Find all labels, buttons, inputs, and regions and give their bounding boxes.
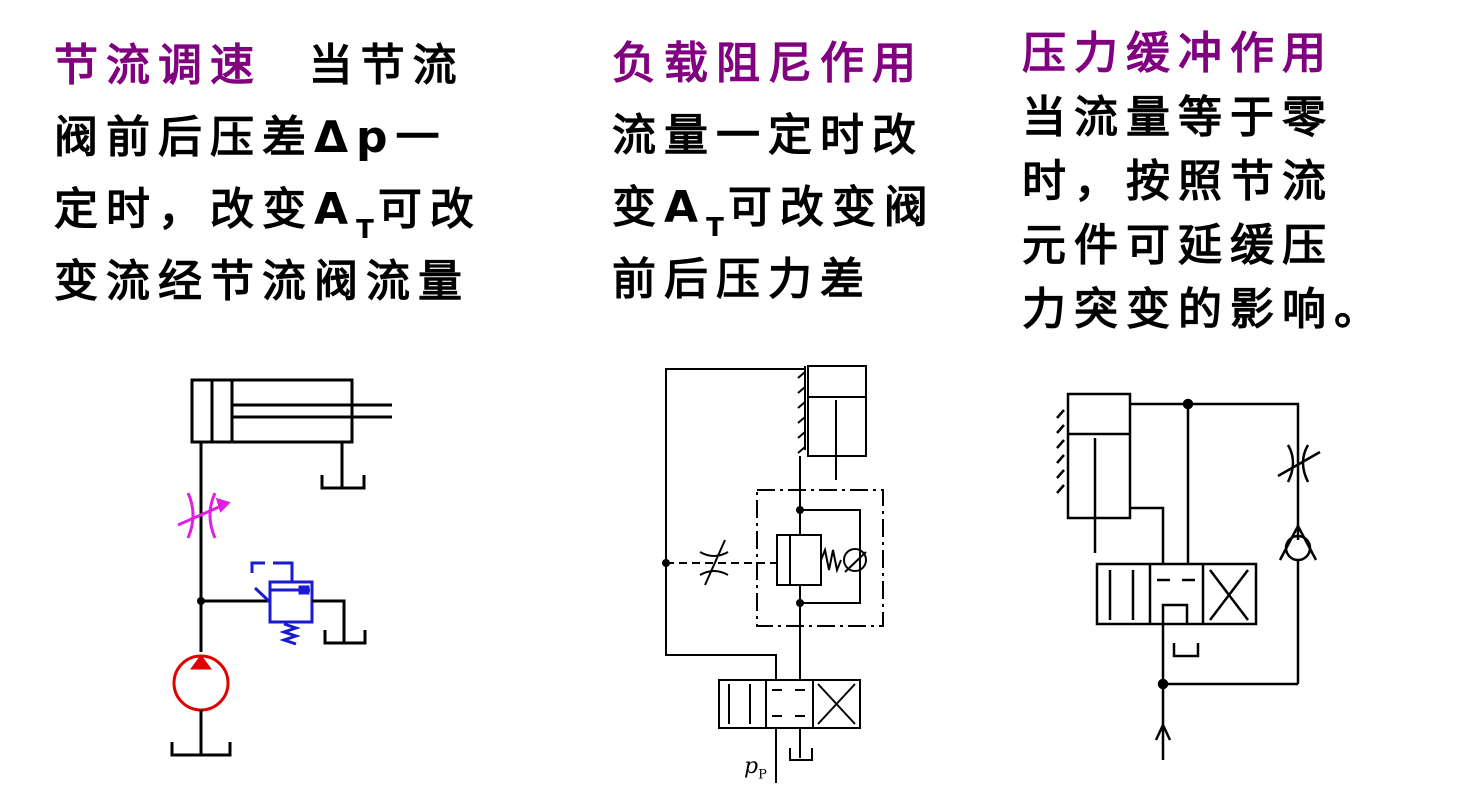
panel-pressure-buffer-text: 压力缓冲作用 当流量等于零 时，按照节流 元件可延缓压 力突变的影响。 xyxy=(1022,22,1386,342)
adjustable-throttle-valve-icon xyxy=(699,539,729,586)
pressure-label-pp: pP xyxy=(744,754,767,782)
tank-icon xyxy=(170,742,232,757)
panel-load-damping-text: 负载阻尼作用 流量一定时改 变AT可改变阀 前后压力差 xyxy=(612,28,936,316)
text-line: 变流经节流阀流量 xyxy=(54,256,470,307)
text-line: 元件可延缓压 xyxy=(1022,220,1334,271)
directional-valve-icon xyxy=(718,679,861,729)
tank-icon xyxy=(320,442,366,490)
label-p: p xyxy=(744,754,759,779)
panel-title: 负载阻尼作用 xyxy=(612,38,924,89)
text-line: 当节流 xyxy=(308,40,465,91)
text-line: 前后压力差 xyxy=(612,254,872,305)
symbol-a: A xyxy=(664,182,707,233)
hydraulic-cylinder-icon xyxy=(190,378,392,444)
panel-throttle-speed-text: 节流调速 当节流 阀前后压差Δp一 定时，改变AT可改 变流经节流阀流量 xyxy=(54,30,482,318)
pressure-buffer-circuit xyxy=(1056,392,1321,760)
text-line: 流量一定时改 xyxy=(612,110,924,161)
hydraulic-cylinder-icon xyxy=(1056,392,1132,553)
throttle-speed-control-circuit xyxy=(170,378,392,757)
symbol-t-subscript: T xyxy=(706,213,724,243)
text-line: 阀前后压差Δp一 xyxy=(54,112,448,163)
text-line: 可改变阀 xyxy=(727,182,936,233)
text-line: 可改 xyxy=(377,184,482,235)
check-valve-icon xyxy=(843,548,867,573)
text-line: 定时，改变 xyxy=(54,184,314,235)
adjustable-throttle-valve-icon xyxy=(1277,444,1321,483)
text-line: 当流量等于零 xyxy=(1022,92,1334,143)
tank-icon xyxy=(323,630,367,645)
text-line: 变 xyxy=(612,182,664,233)
symbol-a: A xyxy=(314,184,357,235)
panel-title: 节流调速 xyxy=(54,40,262,91)
relief-valve-icon xyxy=(250,561,314,646)
label-p-subscript: P xyxy=(758,767,767,783)
pump-icon xyxy=(172,654,230,712)
symbol-t-subscript: T xyxy=(356,215,374,245)
text-line: 力突变的影响。 xyxy=(1022,284,1386,335)
text-line: 时，按照节流 xyxy=(1022,156,1334,207)
directional-valve-icon xyxy=(1095,562,1258,626)
panel-title: 压力缓冲作用 xyxy=(1022,28,1334,79)
hydraulic-cylinder-icon xyxy=(797,365,867,480)
load-damping-circuit xyxy=(662,365,884,783)
adjustable-throttle-valve-icon xyxy=(177,492,231,539)
